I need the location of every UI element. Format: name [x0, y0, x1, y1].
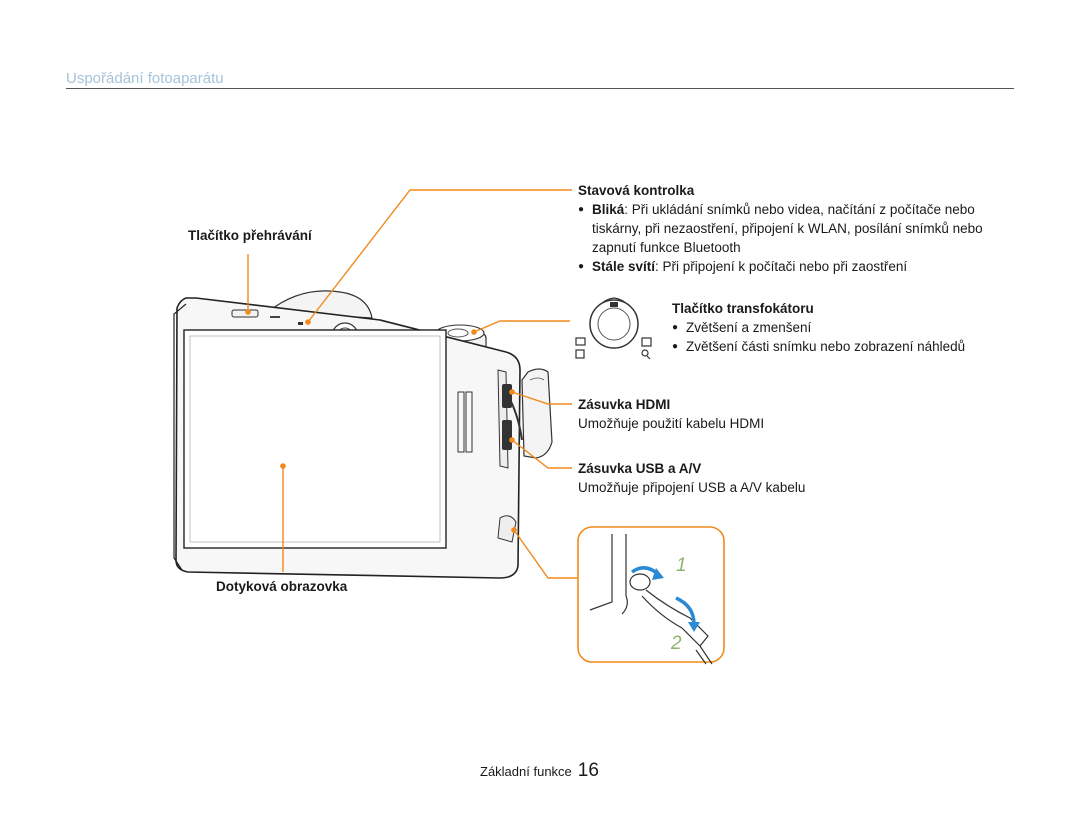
callout-playback-button: Tlačítko přehrávání	[188, 226, 312, 245]
leader-zoom	[473, 320, 570, 333]
zoom-item: Zvětšení a zmenšení	[672, 318, 1002, 337]
hdmi-port-desc: Umožňuje použití kabelu HDMI	[578, 416, 765, 431]
leader-hdmi	[511, 391, 572, 405]
strap-step-2: 2	[670, 633, 682, 654]
touch-screen-title: Dotyková obrazovka	[216, 579, 348, 594]
callout-status-light: Stavová kontrolka Bliká: Při ukládání sn…	[578, 181, 1018, 276]
strap-inset: 1 2	[577, 526, 725, 665]
touch-screen	[183, 329, 447, 549]
status-light-title: Stavová kontrolka	[578, 183, 695, 198]
status-light-item: Stále svítí: Při připojení k počítači ne…	[578, 257, 1018, 276]
usb-av-port-desc: Umožňuje připojení USB a A/V kabelu	[578, 480, 806, 495]
leader-usb	[511, 439, 572, 469]
page-number: 16	[577, 760, 599, 781]
status-light-desc: : Při ukládání snímků nebo videa, načítá…	[592, 202, 983, 255]
strap-step-1: 1	[676, 555, 687, 576]
status-light-desc: : Při připojení k počítači nebo při zaos…	[655, 259, 908, 274]
callout-hdmi-port: Zásuvka HDMI Umožňuje použití kabelu HDM…	[578, 395, 764, 433]
speaker-grille	[457, 391, 473, 453]
section-title: Uspořádání fotoaparátu	[66, 70, 224, 87]
leader-status-light	[307, 189, 572, 323]
side-port-door	[497, 368, 553, 543]
zoom-item: Zvětšení části snímku nebo zobrazení náh…	[672, 337, 1002, 356]
page-footer: Základní funkce 16	[480, 760, 599, 782]
title-divider	[66, 88, 1014, 89]
callout-touch-screen: Dotyková obrazovka	[216, 577, 347, 596]
leader-lines	[247, 189, 580, 579]
callout-usb-av-port: Zásuvka USB a A/V Umožňuje připojení USB…	[578, 459, 805, 497]
leader-strap	[513, 529, 580, 579]
status-light-item: Bliká: Při ukládání snímků nebo videa, n…	[578, 200, 1018, 257]
footer-section: Základní funkce	[480, 764, 572, 779]
hdmi-port-title: Zásuvka HDMI	[578, 397, 671, 412]
zoom-button-title: Tlačítko transfokátoru	[672, 301, 814, 316]
playback-button-title: Tlačítko přehrávání	[188, 228, 312, 243]
status-light-term: Bliká	[592, 202, 625, 217]
callout-zoom-button: Tlačítko transfokátoru Zvětšení a zmenše…	[672, 299, 1002, 356]
zoom-lever-icon	[575, 297, 652, 360]
status-light-term: Stále svítí	[592, 259, 656, 274]
usb-av-port-title: Zásuvka USB a A/V	[578, 461, 702, 476]
